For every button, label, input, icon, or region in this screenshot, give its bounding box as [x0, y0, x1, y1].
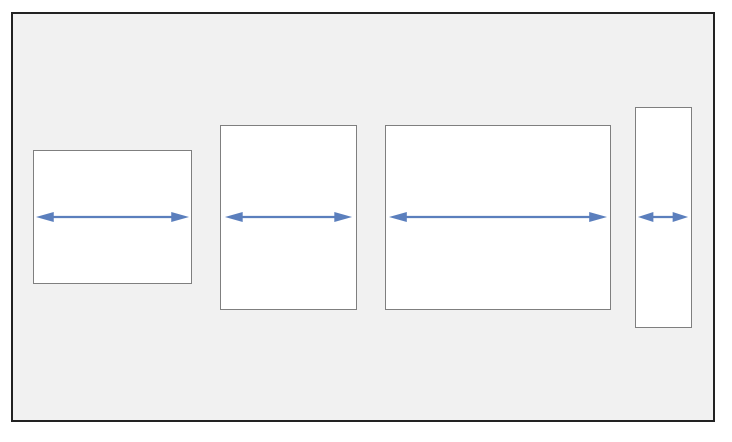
- diagram-canvas: [11, 12, 715, 422]
- double-arrow-icon: [35, 212, 190, 222]
- arrow-head-right: [171, 212, 190, 222]
- panel-2: [220, 125, 357, 310]
- panel-1: [33, 150, 192, 284]
- arrow-head-left: [35, 212, 54, 222]
- arrow-head-right: [589, 212, 608, 222]
- arrow-head-left: [224, 212, 243, 222]
- panel-4: [635, 107, 692, 328]
- double-arrow-icon: [224, 212, 353, 222]
- arrow-head-left: [637, 212, 654, 222]
- arrow-head-right: [672, 212, 689, 222]
- double-arrow-icon: [637, 212, 689, 222]
- panel-3: [385, 125, 611, 310]
- arrow-head-right: [334, 212, 353, 222]
- arrow-head-left: [388, 212, 407, 222]
- double-arrow-icon: [388, 212, 608, 222]
